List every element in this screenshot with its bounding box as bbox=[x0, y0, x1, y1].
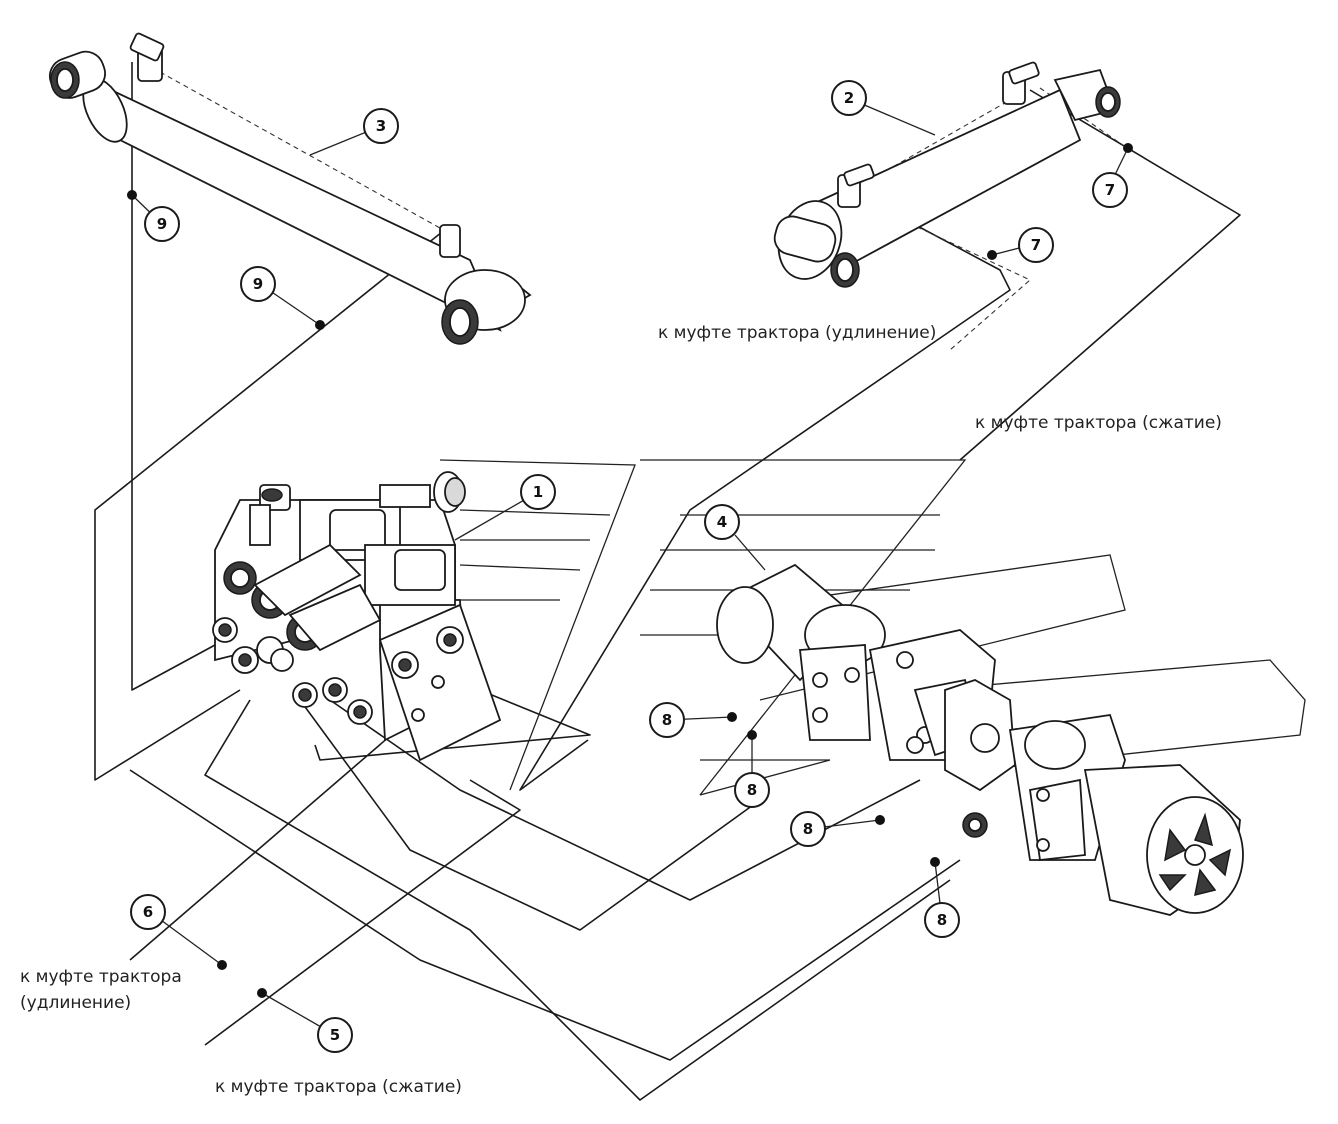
label-top-retract: к муфте трактора (сжатие) bbox=[975, 413, 1222, 433]
callout-5: 5 bbox=[317, 1017, 353, 1053]
svg-text:4: 4 bbox=[717, 513, 727, 531]
callout-8-b: 8 bbox=[734, 772, 770, 808]
callout-3: 3 bbox=[363, 108, 399, 144]
hose-7-upper bbox=[519, 189, 1011, 791]
svg-text:7: 7 bbox=[1031, 236, 1041, 254]
hose-6 bbox=[129, 679, 591, 961]
valve-block-1 bbox=[212, 471, 502, 762]
svg-text:3: 3 bbox=[376, 117, 386, 135]
svg-text:8: 8 bbox=[803, 820, 813, 838]
connection-dots bbox=[127, 143, 1133, 998]
callout-7-right: 7 bbox=[1092, 172, 1128, 208]
callout-6: 6 bbox=[130, 894, 166, 930]
cylinder-2 bbox=[773, 61, 1121, 288]
label-left-extend-line1: к муфте трактора bbox=[20, 967, 182, 987]
cylinder-3 bbox=[48, 32, 532, 345]
callout-2: 2 bbox=[831, 80, 867, 116]
svg-text:9: 9 bbox=[157, 215, 167, 233]
callout-9-upper: 9 bbox=[144, 206, 180, 242]
hose-7-right bbox=[959, 89, 1241, 461]
svg-text:1: 1 bbox=[533, 483, 543, 501]
callout-1: 1 bbox=[520, 474, 556, 510]
hose-9-vertical bbox=[131, 62, 216, 691]
svg-text:5: 5 bbox=[330, 1026, 340, 1044]
label-top-extend: к муфте трактора (удлинение) bbox=[658, 323, 936, 343]
hose-8-d bbox=[204, 699, 951, 1101]
hose-9-diagonal bbox=[94, 231, 443, 781]
svg-text:8: 8 bbox=[937, 911, 947, 929]
projection-lines bbox=[439, 459, 967, 796]
callout-9-lower: 9 bbox=[240, 266, 276, 302]
svg-text:6: 6 bbox=[143, 903, 153, 921]
callout-8-d: 8 bbox=[924, 902, 960, 938]
svg-text:2: 2 bbox=[844, 89, 854, 107]
label-bottom-retract: к муфте трактора (сжатие) bbox=[215, 1077, 462, 1097]
hose-8-c bbox=[129, 769, 961, 1061]
svg-text:8: 8 bbox=[662, 711, 672, 729]
label-left-extend-line2: (удлинение) bbox=[20, 993, 131, 1013]
svg-text:8: 8 bbox=[747, 781, 757, 799]
hose-8-a bbox=[299, 699, 761, 931]
hose-5 bbox=[204, 779, 521, 1046]
callout-4: 4 bbox=[704, 504, 740, 540]
callout-8-c: 8 bbox=[790, 811, 826, 847]
callout-7-mid: 7 bbox=[1018, 227, 1054, 263]
motor-assembly-4 bbox=[716, 554, 1306, 916]
svg-text:7: 7 bbox=[1105, 181, 1115, 199]
callout-8-a: 8 bbox=[649, 702, 685, 738]
svg-text:9: 9 bbox=[253, 275, 263, 293]
